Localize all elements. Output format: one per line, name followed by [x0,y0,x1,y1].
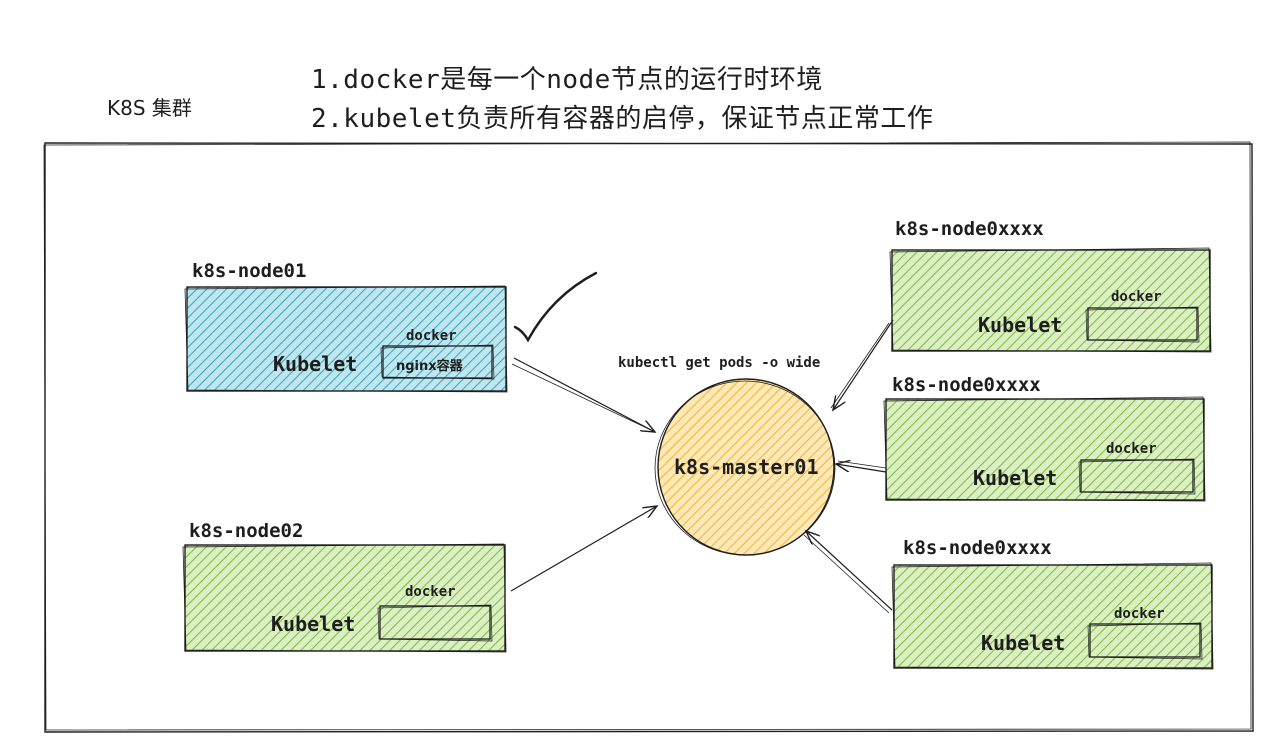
node-xxxx-1-docker: docker [1111,289,1162,305]
arrow-node02-to-master [510,506,657,592]
node01-kubelet: Kubelet [273,352,358,376]
node-xxxx-1-kubelet: Kubelet [978,313,1063,337]
node-xxxx-3-kubelet: Kubelet [981,631,1066,655]
master-circle [654,378,836,556]
node02-label: k8s-node02 [189,520,304,542]
cluster-title: K8S 集群 [107,96,192,120]
arrow-node-xxxx-3-to-master [803,531,893,614]
node-xxxx-3-box [891,562,1214,670]
node01-label: k8s-node01 [192,260,307,282]
node-xxxx-2-kubelet: Kubelet [973,466,1058,490]
node01-box [184,285,508,393]
node-xxxx-1-box [889,247,1212,353]
node-xxxx-3-docker: docker [1114,606,1165,622]
node-xxxx-1-label: k8s-node0xxxx [895,218,1044,240]
master-label: k8s-master01 [674,455,819,479]
note-line-2: 2.kubelet负责所有容器的启停，保证节点正常工作 [311,104,934,134]
node01-container: nginx容器 [396,359,463,374]
check-mark-icon [513,271,598,343]
arrow-node-xxxx-2-to-master [836,461,887,473]
node-xxxx-2-docker: docker [1106,441,1157,457]
arrow-node-xxxx-1-to-master [830,319,894,410]
note-line-1: 1.docker是每一个node节点的运行时环境 [311,65,823,95]
node02-docker: docker [405,584,456,600]
node-xxxx-2-label: k8s-node0xxxx [892,374,1041,396]
kubectl-command: kubectl get pods -o wide [618,355,821,371]
node-xxxx-2-box [883,396,1206,502]
arrow-node01-to-master [511,357,655,432]
node01-docker: docker [406,328,457,344]
node02-kubelet: Kubelet [271,612,356,636]
node-xxxx-3-label: k8s-node0xxxx [903,537,1052,559]
node02-box [182,543,507,653]
